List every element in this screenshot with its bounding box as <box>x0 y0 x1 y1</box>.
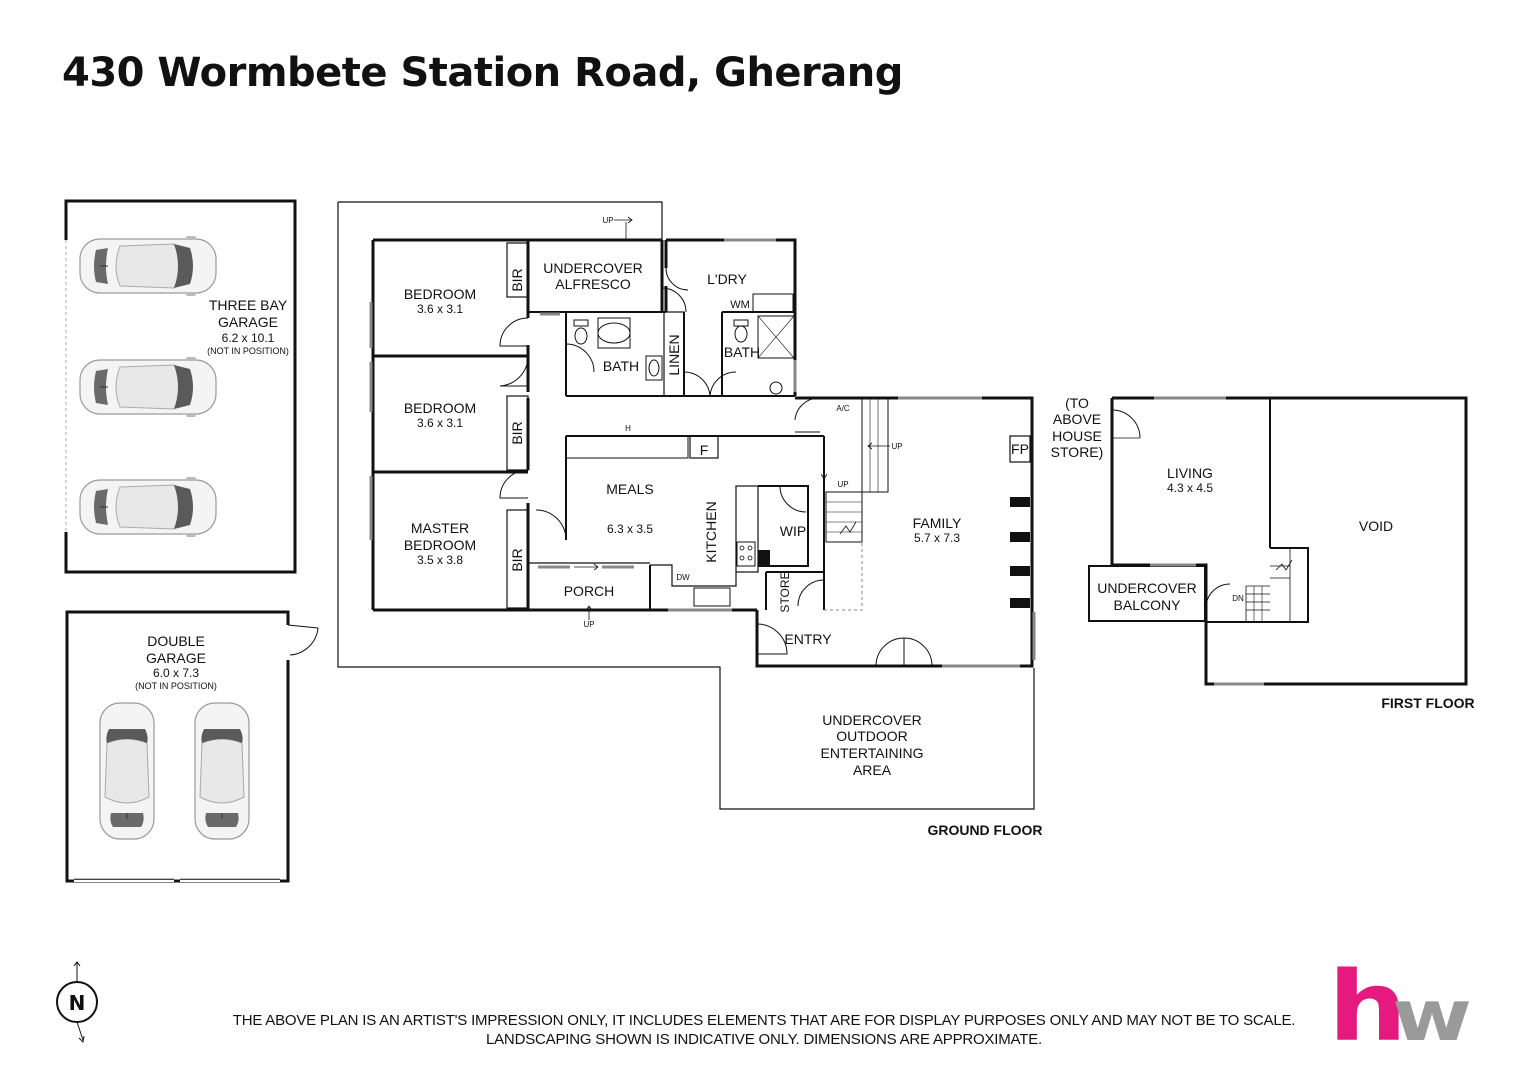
ground-floor-label: GROUND FLOOR <box>927 822 1042 838</box>
compass-letter: N <box>69 991 86 1015</box>
to-above-store-label-3: HOUSE <box>1052 428 1102 444</box>
living-dim: 4.3 x 4.5 <box>1167 481 1213 495</box>
outdoor-area-label-3: ENTERTAINING <box>821 745 924 761</box>
three-bay-garage-note: (NOT IN POSITION) <box>207 346 289 356</box>
wip-label: WIP <box>780 523 806 539</box>
living-label: LIVING <box>1167 465 1213 481</box>
to-above-store-label-1: (TO <box>1065 395 1089 411</box>
dishwasher-label: DW <box>676 573 690 582</box>
bir-label: BIR <box>509 421 525 444</box>
store-label: STORE <box>778 571 792 612</box>
page-title: 430 Wormbete Station Road, Gherang <box>62 50 903 96</box>
north-compass-icon: N <box>56 961 98 1044</box>
car-icon <box>79 356 217 418</box>
fireplace-label: FP <box>1011 441 1029 457</box>
disclaimer-line-1: THE ABOVE PLAN IS AN ARTIST'S IMPRESSION… <box>232 1012 1296 1029</box>
car-icon <box>79 476 217 538</box>
three-bay-garage-label-2: GARAGE <box>218 314 278 330</box>
dn-label: DN <box>1232 594 1244 603</box>
double-garage-note: (NOT IN POSITION) <box>135 681 217 691</box>
car-icon <box>99 702 155 840</box>
bath-2-label: BATH <box>724 344 760 360</box>
outdoor-area-label-4: AREA <box>853 762 892 778</box>
hotplate-label: H <box>625 424 631 433</box>
up-label: UP <box>891 442 902 451</box>
ac-label: A/C <box>836 404 850 413</box>
up-label: UP <box>583 620 594 629</box>
first-floor-label: FIRST FLOOR <box>1381 695 1474 711</box>
double-garage-label-1: DOUBLE <box>147 633 205 649</box>
double-garage-dim: 6.0 x 7.3 <box>153 666 199 680</box>
master-bedroom-dim: 3.5 x 3.8 <box>417 553 463 567</box>
bath-1-label: BATH <box>603 358 639 374</box>
entry-label: ENTRY <box>784 631 832 647</box>
family-dim: 5.7 x 7.3 <box>914 531 960 545</box>
to-above-store-label-4: STORE) <box>1051 444 1104 460</box>
kitchen-label: KITCHEN <box>703 501 719 562</box>
three-bay-garage: THREE BAY GARAGE 6.2 x 10.1 (NOT IN POSI… <box>64 199 297 574</box>
bir-label: BIR <box>509 268 525 291</box>
linen-label: LINEN <box>666 334 682 375</box>
bir-label: BIR <box>509 548 525 571</box>
wm-label: WM <box>730 299 750 311</box>
master-bedroom-label-2: BEDROOM <box>404 537 476 553</box>
alfresco-label-1: UNDERCOVER <box>543 260 643 276</box>
to-above-store-label-2: ABOVE <box>1053 411 1101 427</box>
bedroom-2-dim: 3.6 x 3.1 <box>417 416 463 430</box>
car-icon <box>194 702 250 840</box>
up-label: UP <box>602 216 613 225</box>
meals-dim: 6.3 x 3.5 <box>607 522 653 536</box>
bedroom-1-label: BEDROOM <box>404 286 476 302</box>
up-label: UP <box>837 480 848 489</box>
three-bay-garage-label-1: THREE BAY <box>209 297 288 313</box>
double-garage: DOUBLE GARAGE 6.0 x 7.3 (NOT IN POSITION… <box>65 610 319 883</box>
double-garage-label-2: GARAGE <box>146 650 206 666</box>
balcony-label-1: UNDERCOVER <box>1097 580 1197 596</box>
family-label: FAMILY <box>913 515 962 531</box>
outdoor-area-label-2: OUTDOOR <box>836 728 908 744</box>
first-floor <box>1088 396 1468 686</box>
outdoor-area-label-1: UNDERCOVER <box>822 712 922 728</box>
brand-logo: h w <box>1328 966 1472 1046</box>
bedroom-2-label: BEDROOM <box>404 400 476 416</box>
disclaimer-line-2: LANDSCAPING SHOWN IS INDICATIVE ONLY. DI… <box>485 1031 1042 1048</box>
fridge-label: F <box>700 442 709 458</box>
car-icon <box>79 235 217 297</box>
ground-floor <box>337 201 1036 810</box>
logo-w: w <box>1392 975 1472 1046</box>
logo-h: h <box>1328 966 1399 1046</box>
balcony-label-2: BALCONY <box>1114 597 1182 613</box>
porch-label: PORCH <box>564 583 615 599</box>
meals-label: MEALS <box>606 481 653 497</box>
alfresco-label-2: ALFRESCO <box>555 276 631 292</box>
three-bay-garage-dim: 6.2 x 10.1 <box>222 331 275 345</box>
master-bedroom-label-1: MASTER <box>411 520 469 536</box>
bedroom-1-dim: 3.6 x 3.1 <box>417 302 463 316</box>
void-label: VOID <box>1359 518 1393 534</box>
laundry-label: L'DRY <box>707 271 747 287</box>
